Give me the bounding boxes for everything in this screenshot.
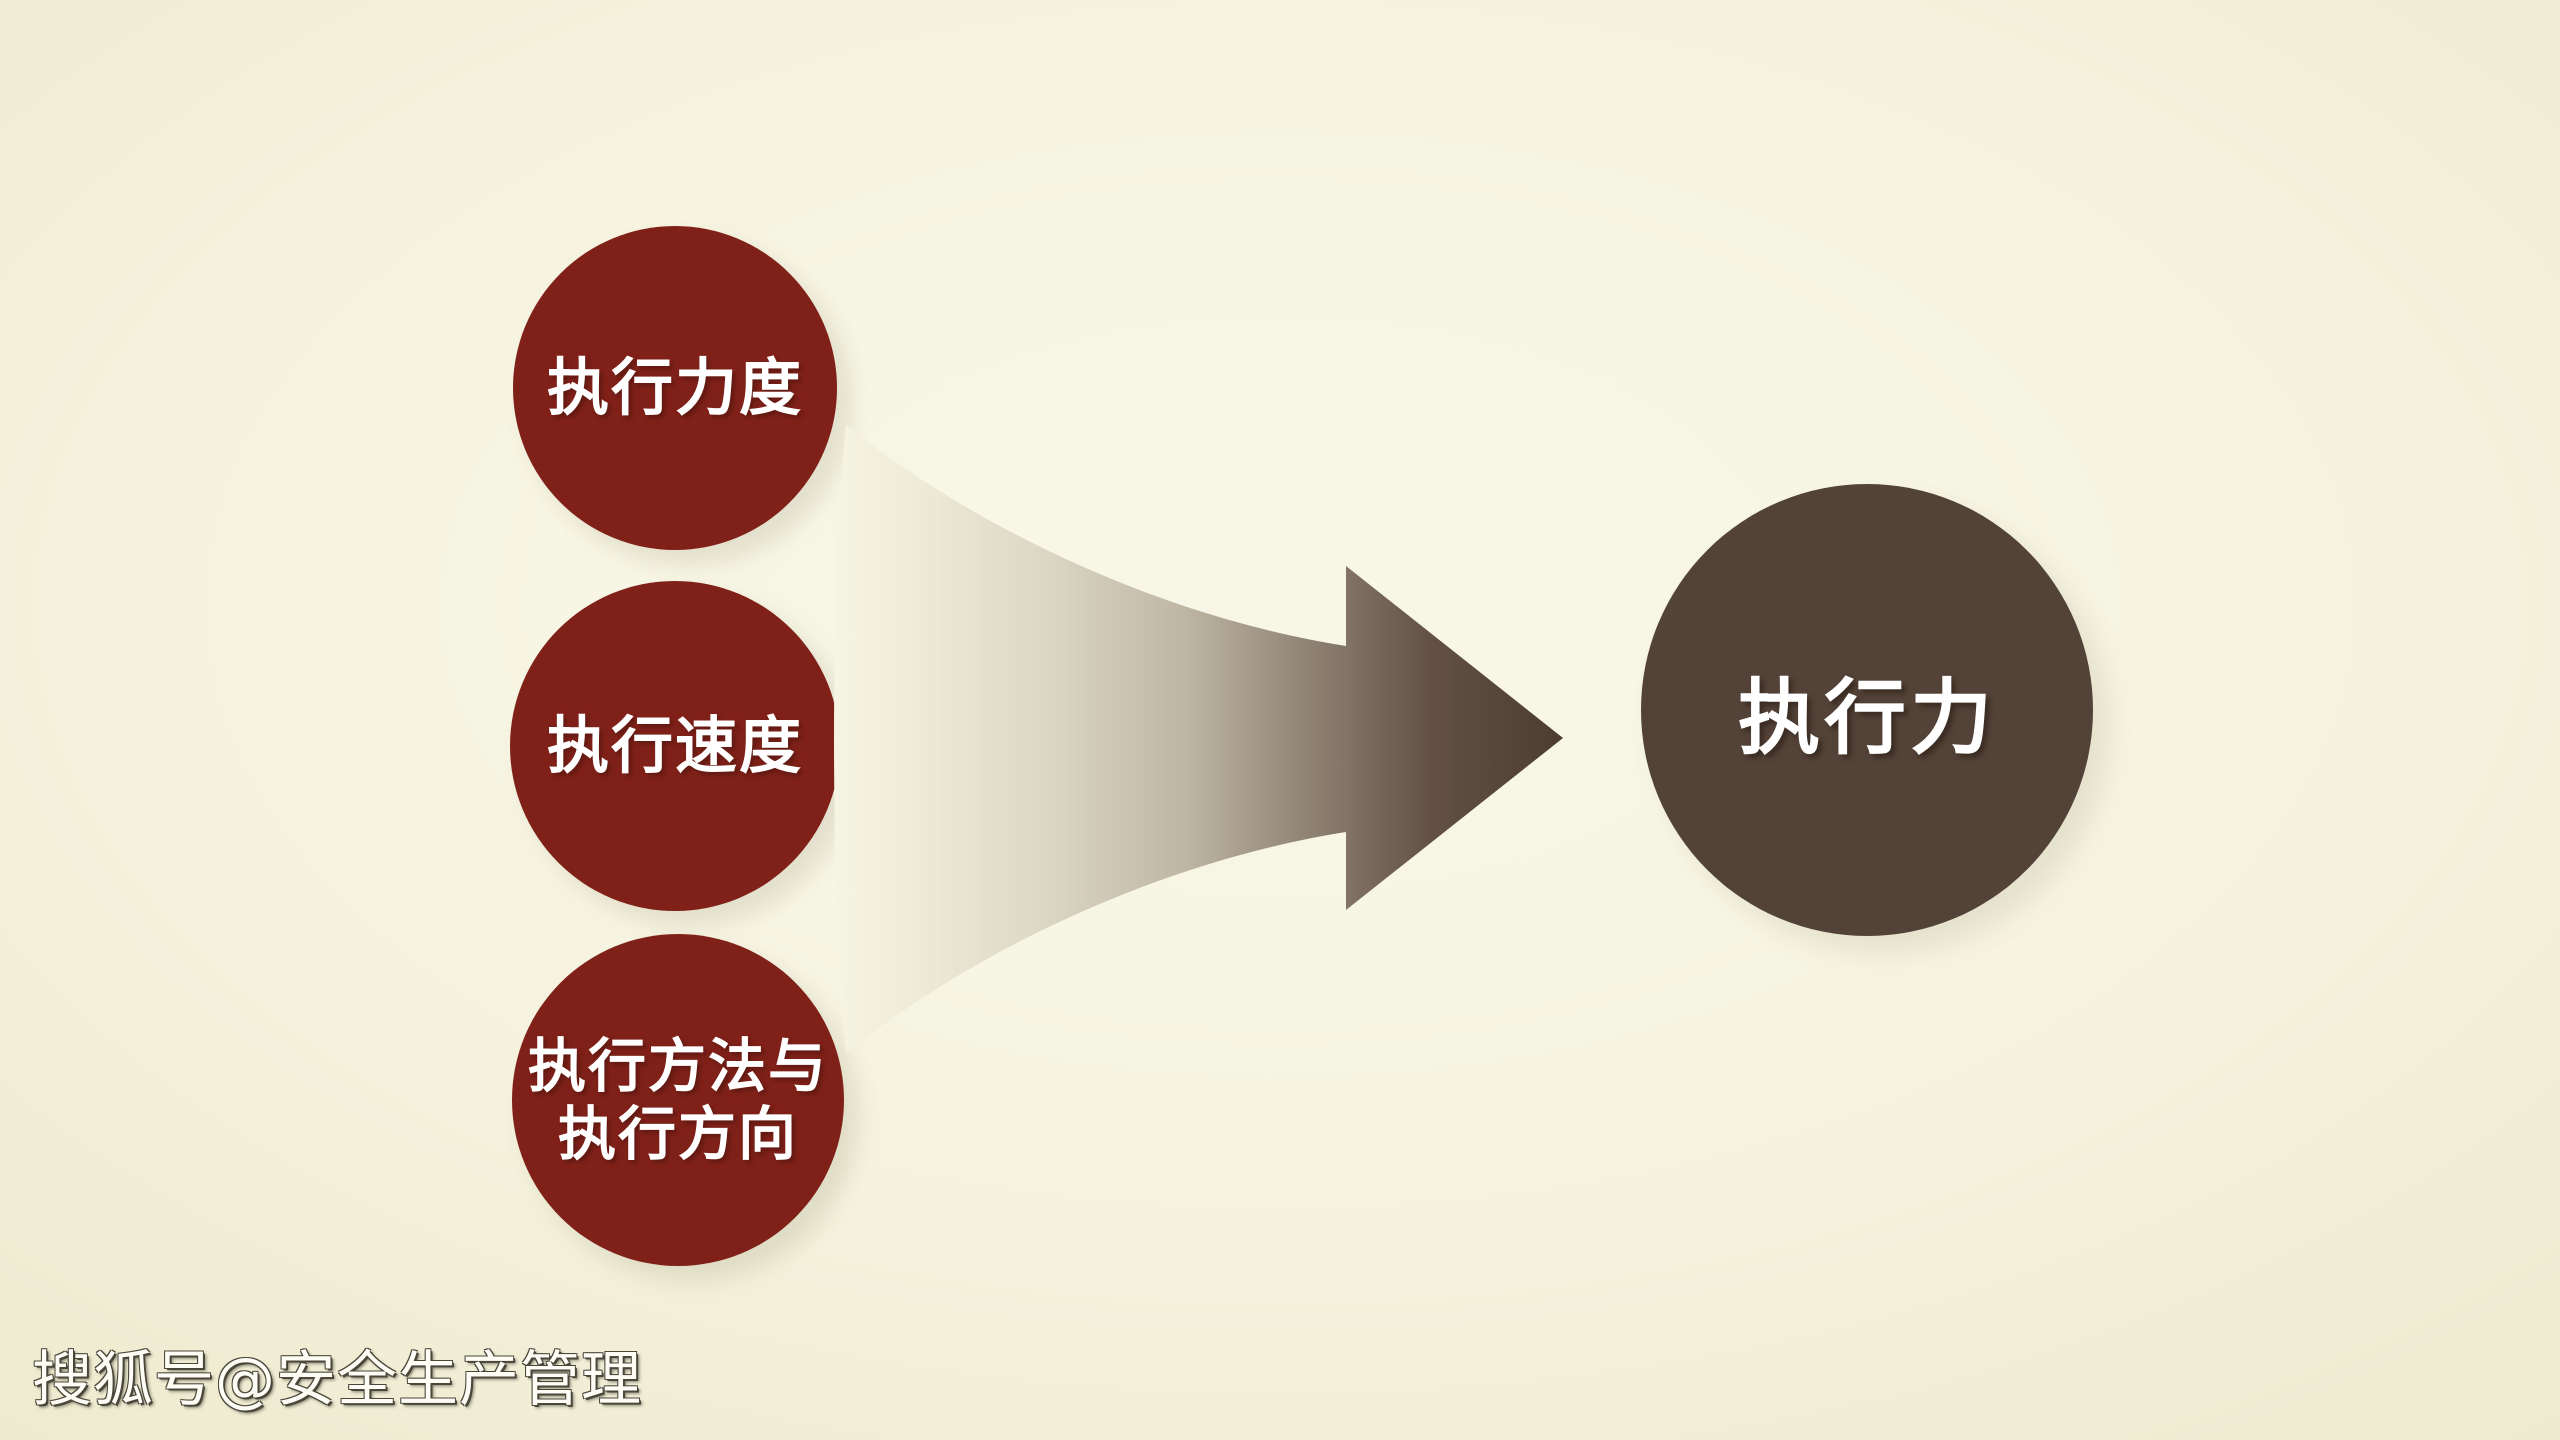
source-circle-execution-method-direction[interactable]: 执行方法与 执行方向: [512, 934, 844, 1266]
watermark-text: 搜狐号@安全生产管理: [32, 1345, 642, 1415]
source-circle-execution-strength[interactable]: 执行力度: [513, 226, 837, 550]
converging-arrow: [820, 390, 1600, 1150]
target-circle-label: 执行力: [1737, 670, 1996, 766]
source-circle-label: 执行力度: [546, 351, 803, 425]
arrow-icon: [834, 425, 1563, 1053]
source-circle-label: 执行方法与 执行方向: [527, 1031, 828, 1168]
target-circle-execution-power[interactable]: 执行力: [1641, 484, 2093, 936]
source-circle-execution-speed[interactable]: 执行速度: [510, 581, 840, 911]
source-circle-label: 执行速度: [546, 709, 803, 783]
